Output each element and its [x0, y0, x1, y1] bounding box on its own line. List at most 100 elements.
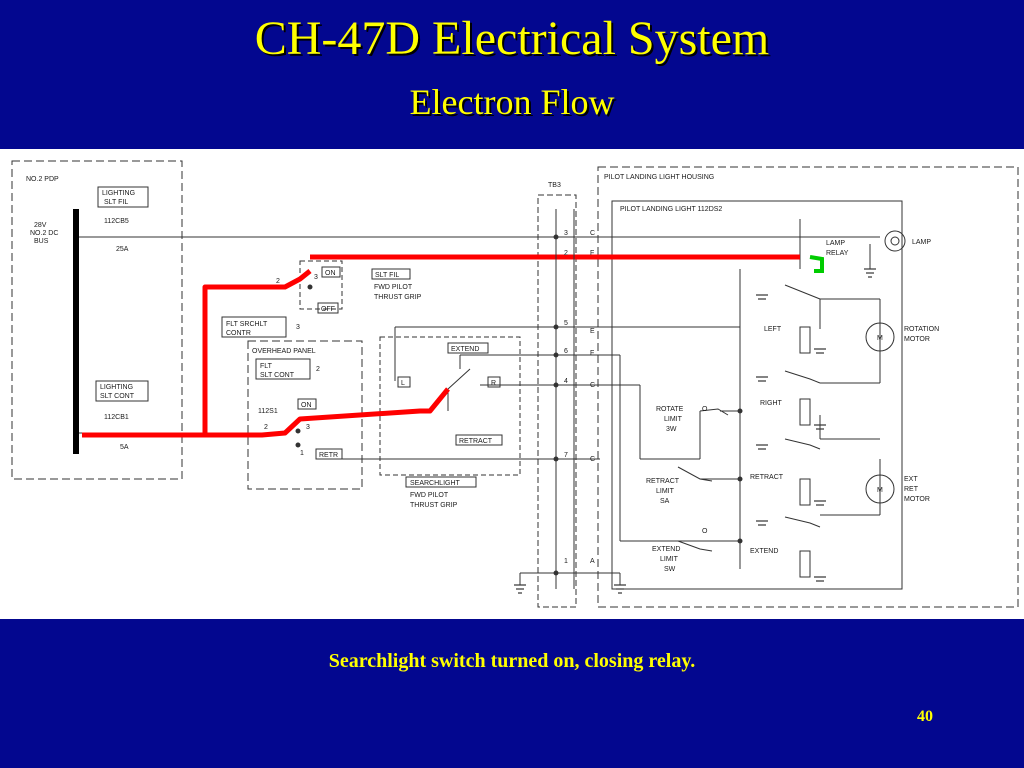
tb-conn: F — [590, 250, 594, 257]
ext-ret-motor-label: RET — [904, 486, 919, 493]
tb-pin: 5 — [564, 320, 568, 327]
current-path-control — [82, 269, 312, 438]
left-marker: L — [401, 380, 405, 387]
searchlight-switch-box — [379, 336, 521, 476]
tb-conn: C — [590, 456, 595, 463]
page-number: 40 — [917, 708, 933, 725]
grip-off: OFF — [321, 306, 335, 313]
s1-pin-1: 1 — [300, 450, 304, 457]
searchlight-label: SEARCHLIGHT — [410, 480, 461, 487]
slt-fil: SLT FIL — [375, 272, 399, 279]
cb2-label: LIGHTING — [100, 384, 133, 391]
motor-symbol: M — [877, 335, 883, 342]
bus-label: BUS — [34, 238, 49, 245]
tb-conn: A — [590, 558, 595, 565]
tb-pin: 3 — [564, 230, 568, 237]
s1-pin-3: 3 — [306, 424, 310, 431]
rotate-limit: ROTATE — [656, 406, 684, 413]
searchlight-fwd: FWD PILOT — [410, 492, 449, 499]
rotation-motor-label: MOTOR — [904, 336, 930, 343]
motor-symbol: M — [877, 487, 883, 494]
limit-o: O — [702, 406, 708, 413]
flt-slt: FLT — [260, 363, 273, 370]
retract-limit: SA — [660, 498, 670, 505]
tb-conn: C — [590, 230, 595, 237]
s1-retr: RETR — [319, 452, 338, 459]
current-path-searchlight — [205, 387, 450, 438]
landing-light-box — [611, 200, 903, 590]
grip-pin-3: 3 — [314, 274, 318, 281]
cb2-label: SLT CONT — [100, 393, 135, 400]
lamp-relay-contact — [809, 255, 824, 273]
s1-pin-2: 2 — [264, 424, 268, 431]
housing-box — [597, 166, 1019, 608]
ext-ret-motor — [865, 474, 895, 504]
s1-on: ON — [301, 402, 312, 409]
rotate-limit: LIMIT — [664, 416, 683, 423]
extend-label: EXTEND — [451, 346, 479, 353]
flt-srchlt: FLT SRCHLT — [226, 321, 268, 328]
right-relay-label: RIGHT — [760, 400, 783, 407]
cb1-id: 112CB5 — [104, 218, 129, 225]
tb-pin: 2 — [564, 250, 568, 257]
ext-ret-motor-label: EXT — [904, 476, 918, 483]
slide-subtitle: Electron Flow — [409, 82, 615, 122]
extend-limit: SW — [664, 566, 676, 573]
lamp-relay-label: RELAY — [826, 250, 849, 257]
contr-num: 3 — [296, 324, 300, 331]
slide-caption: Searchlight switch turned on, closing re… — [328, 650, 696, 672]
cb1-label: LIGHTING — [102, 190, 135, 197]
tb-pin: 6 — [564, 348, 568, 355]
diagram-labels: NO.2 PDP 28V NO.2 DC BUS LIGHTING SLT FI… — [26, 174, 939, 573]
bus-label: NO.2 DC — [30, 230, 58, 237]
lamp-label: LAMP — [912, 239, 931, 246]
rotation-motor — [865, 322, 895, 352]
pdp-label: NO.2 PDP — [26, 176, 59, 183]
cb1-label: SLT FIL — [104, 199, 128, 206]
tb-pin: 7 — [564, 452, 568, 459]
tb-conn: F — [590, 350, 594, 357]
tb-conn: C — [590, 382, 595, 389]
extend-limit: EXTEND — [652, 546, 680, 553]
bus-label: 28V — [34, 222, 47, 229]
rotation-motor-label: ROTATION — [904, 326, 939, 333]
cb1-rating: 25A — [116, 246, 129, 253]
tb-pin: 4 — [564, 378, 568, 385]
tb-pin: 1 — [564, 558, 568, 565]
grip-on: ON — [325, 270, 336, 277]
limit-o: O — [702, 528, 708, 535]
lamp-symbol — [884, 230, 906, 252]
retract-limit: LIMIT — [656, 488, 675, 495]
landing-light-label: PILOT LANDING LIGHT 112DS2 — [620, 206, 722, 213]
extend-relay-label: EXTEND — [750, 548, 778, 555]
pdp-box — [11, 160, 183, 480]
grip-switch-box — [299, 260, 343, 310]
wiring-diagram: NO.2 PDP 28V NO.2 DC BUS LIGHTING SLT FI… — [11, 160, 1019, 608]
overhead-panel: OVERHEAD PANEL — [252, 348, 316, 355]
retract-label: RETRACT — [459, 438, 493, 445]
ext-ret-motor-label: MOTOR — [904, 496, 930, 503]
terminal-block — [537, 194, 577, 608]
rotate-limit: 3W — [666, 426, 677, 433]
flt-slt: SLT CONT — [260, 372, 295, 379]
housing-label: PILOT LANDING LIGHT HOUSING — [604, 174, 714, 181]
flt-srchlt: CONTR — [226, 330, 251, 337]
retract-limit: RETRACT — [646, 478, 680, 485]
tb-conn: E — [590, 328, 595, 335]
grip-pin-2: 2 — [276, 278, 280, 285]
searchlight-grip: THRUST GRIP — [410, 502, 458, 509]
slide-title: CH-47D Electrical System — [254, 12, 770, 65]
flt-slt-num: 2 — [316, 366, 320, 373]
extend-limit: LIMIT — [660, 556, 679, 563]
cb2-id: 112CB1 — [104, 414, 129, 421]
cb2-rating: 5A — [120, 444, 129, 451]
lamp-relay-label: LAMP — [826, 240, 845, 247]
right-marker: R — [491, 380, 496, 387]
thrust-grip: THRUST GRIP — [374, 294, 422, 301]
retract-relay-label: RETRACT — [750, 474, 784, 481]
left-relay-label: LEFT — [764, 326, 782, 333]
tb-label: TB3 — [548, 182, 561, 189]
wiring-diagram-panel: NO.2 PDP 28V NO.2 DC BUS LIGHTING SLT FI… — [0, 149, 1024, 619]
fwd-pilot: FWD PILOT — [374, 284, 413, 291]
